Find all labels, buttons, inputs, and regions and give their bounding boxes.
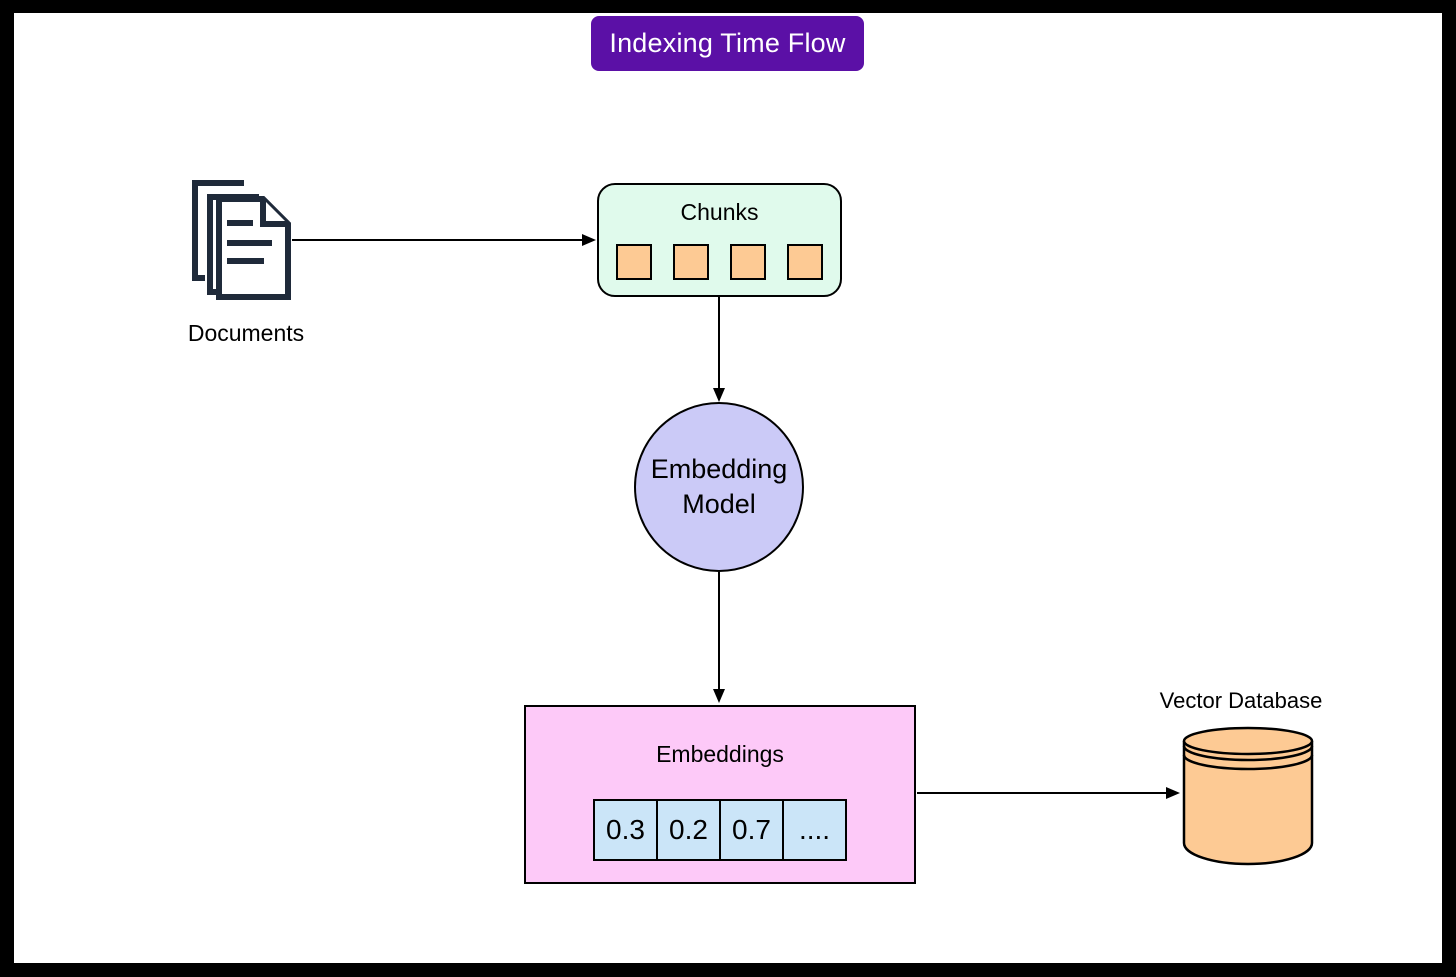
cylinder-body bbox=[1182, 741, 1314, 866]
documents-node: Documents bbox=[186, 178, 346, 346]
cylinder-ring bbox=[1182, 745, 1314, 762]
embedding-value-cell: 0.3 bbox=[593, 799, 658, 861]
documents-label: Documents bbox=[187, 320, 305, 346]
chunks-node: Chunks bbox=[597, 183, 842, 297]
cylinder-top bbox=[1182, 726, 1314, 756]
database-cylinder-icon bbox=[1182, 726, 1314, 866]
embedding-values-row: 0.3 0.2 0.7 .... bbox=[593, 799, 847, 861]
embedding-model-label: Embedding Model bbox=[650, 453, 788, 519]
vector-database-label: Vector Database bbox=[1159, 688, 1323, 713]
embedding-value-cell: 0.2 bbox=[656, 799, 721, 861]
chunk-cell bbox=[616, 244, 652, 280]
embedding-model-node: Embedding Model bbox=[634, 402, 804, 572]
cylinder-ring bbox=[1182, 754, 1314, 771]
diagram-title: Indexing Time Flow bbox=[591, 16, 864, 71]
chunk-cell bbox=[673, 244, 709, 280]
chunk-cell bbox=[730, 244, 766, 280]
chunks-label: Chunks bbox=[680, 199, 759, 225]
embedding-value-cell: 0.7 bbox=[719, 799, 784, 861]
back-page-icon bbox=[192, 180, 244, 281]
chunk-cell bbox=[787, 244, 823, 280]
embedding-value-cell: .... bbox=[782, 799, 847, 861]
page-fold-icon bbox=[260, 199, 288, 227]
embeddings-node: Embeddings 0.3 0.2 0.7 .... bbox=[524, 705, 916, 884]
documents-stack-icon bbox=[192, 180, 291, 300]
chunk-row bbox=[599, 244, 840, 280]
embeddings-label: Embeddings bbox=[656, 741, 784, 767]
